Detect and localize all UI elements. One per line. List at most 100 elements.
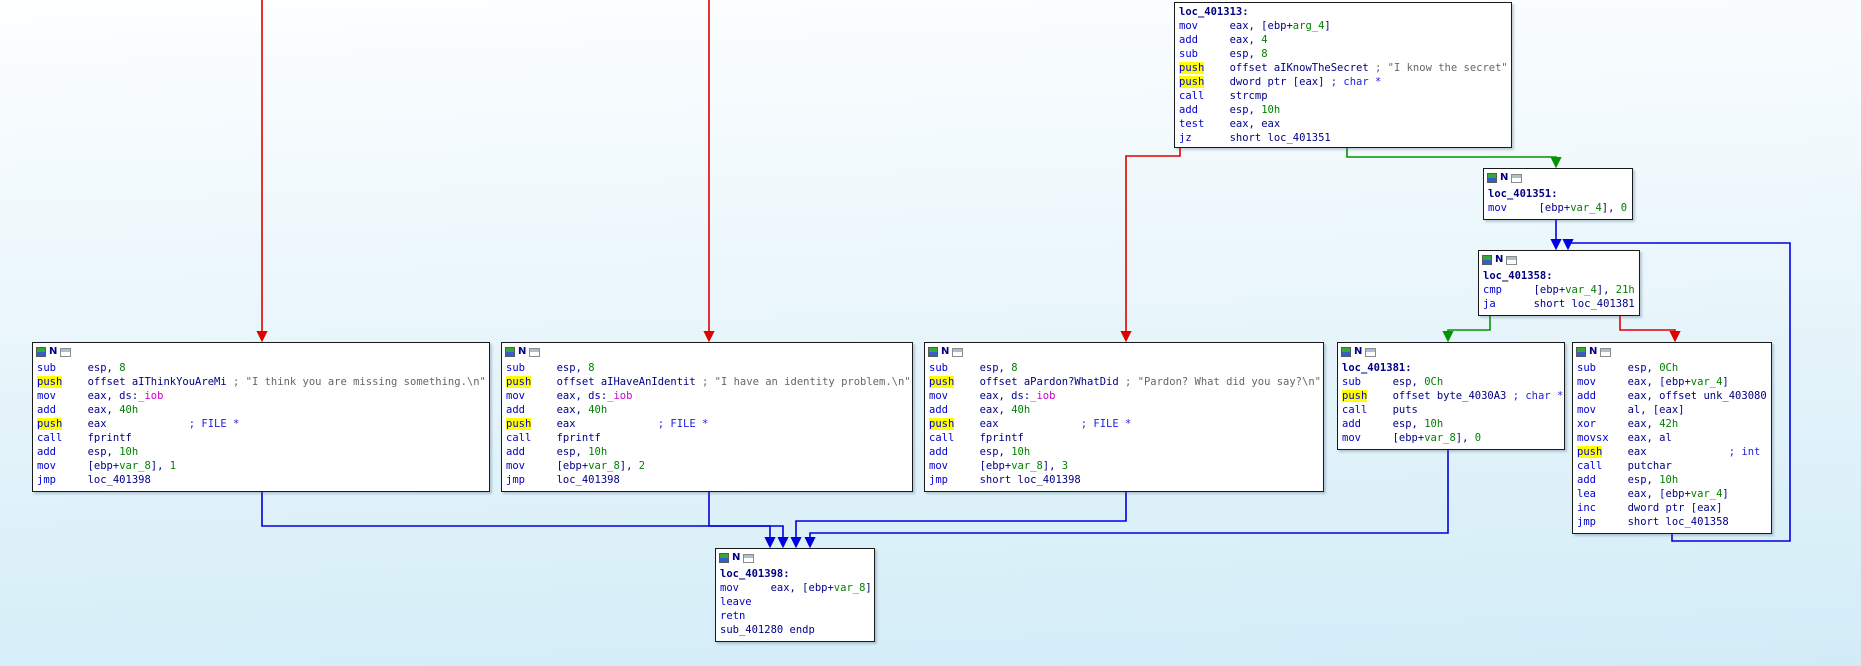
node-frame-icon[interactable] [529, 347, 541, 357]
asm-line[interactable]: add esp, 10h [506, 445, 908, 459]
node-color-icon[interactable] [1341, 347, 1351, 357]
asm-line[interactable]: push offset aIHaveAnIdentit ; "I have an… [506, 375, 911, 389]
node-header[interactable]: N [1573, 343, 1771, 359]
asm-line[interactable]: cmp [ebp+var_4], 21h [1483, 283, 1635, 297]
asm-line[interactable]: sub esp, 8 [37, 361, 485, 375]
asm-line[interactable]: push dword ptr [eax] ; char * [1179, 75, 1507, 89]
asm-line[interactable]: add eax, 4 [1179, 33, 1507, 47]
asm-line[interactable]: call fprintf [929, 431, 1319, 445]
node-header[interactable]: N [502, 343, 912, 359]
asm-line[interactable]: add esp, 10h [37, 445, 485, 459]
asm-line[interactable]: jmp short loc_401358 [1577, 515, 1767, 529]
asm-line[interactable]: jmp loc_401398 [37, 473, 485, 487]
asm-token: fprintf [556, 432, 601, 444]
node-color-icon[interactable] [928, 347, 938, 357]
node-color-icon[interactable] [36, 347, 46, 357]
asm-line[interactable]: mov al, [eax] [1577, 403, 1767, 417]
asm-line[interactable]: leave [720, 595, 870, 609]
asm-line[interactable]: movsx eax, al [1577, 431, 1767, 445]
asm-line[interactable]: sub esp, 0Ch [1342, 375, 1560, 389]
node-header[interactable]: N [1338, 343, 1564, 359]
asm-line[interactable]: mov eax, [ebp+arg_4] [1179, 19, 1507, 33]
asm-line[interactable]: mov eax, [ebp+var_4] [1577, 375, 1767, 389]
asm-line[interactable]: push eax ; FILE * [37, 417, 485, 431]
node-frame-icon[interactable] [1365, 347, 1377, 357]
asm-line[interactable]: add eax, 40h [506, 403, 908, 417]
node-frame-icon[interactable] [1600, 347, 1612, 357]
asm-line[interactable]: mov eax, ds:_iob [506, 389, 908, 403]
asm-line[interactable]: add eax, 40h [929, 403, 1319, 417]
asm-line[interactable]: lea eax, [ebp+var_4] [1577, 487, 1767, 501]
asm-line[interactable]: inc dword ptr [eax] [1577, 501, 1767, 515]
node-header[interactable]: N [1484, 169, 1632, 185]
asm-line[interactable]: add esp, 10h [1342, 417, 1560, 431]
asm-line[interactable]: push eax ; FILE * [929, 417, 1319, 431]
asm-line[interactable]: call puts [1342, 403, 1560, 417]
asm-line[interactable]: mov eax, [ebp+var_8] [720, 581, 872, 595]
asm-line[interactable]: add esp, 10h [929, 445, 1319, 459]
asm-line[interactable]: mov [ebp+var_4], 0 [1488, 201, 1628, 215]
node-frame-icon[interactable] [1506, 255, 1518, 265]
asm-line[interactable]: jmp short loc_401398 [929, 473, 1319, 487]
asm-line[interactable]: mov eax, ds:_iob [37, 389, 485, 403]
asm-line[interactable]: call putchar [1577, 459, 1767, 473]
asm-line[interactable]: jz short loc_401351 [1179, 131, 1507, 145]
asm-line[interactable]: add esp, 10h [1179, 103, 1507, 117]
asm-line[interactable]: mov [ebp+var_8], 2 [506, 459, 908, 473]
asm-line[interactable]: add esp, 10h [1577, 473, 1767, 487]
asm-line[interactable]: add eax, 40h [37, 403, 485, 417]
asm-line[interactable]: call fprintf [37, 431, 485, 445]
asm-line[interactable]: call fprintf [506, 431, 908, 445]
asm-line[interactable]: mov eax, ds:_iob [929, 389, 1319, 403]
asm-line[interactable]: push eax ; int [1577, 445, 1767, 459]
asm-line[interactable]: jmp loc_401398 [506, 473, 908, 487]
asm-line[interactable]: push offset aIKnowTheSecret ; "I know th… [1179, 61, 1508, 75]
node-frame-icon[interactable] [1511, 173, 1523, 183]
node-frame-icon[interactable] [60, 347, 72, 357]
asm-line[interactable]: sub esp, 8 [506, 361, 908, 375]
asm-line[interactable]: push offset byte_4030A3 ; char * [1342, 389, 1563, 403]
asm-line[interactable]: loc_401313: [1179, 5, 1507, 19]
asm-line[interactable]: push eax ; FILE * [506, 417, 908, 431]
node-header[interactable]: N [1479, 251, 1639, 267]
node-color-icon[interactable] [505, 347, 515, 357]
asm-line[interactable]: push offset aPardon?WhatDid ; "Pardon? W… [929, 375, 1321, 389]
node-color-icon[interactable] [1576, 347, 1586, 357]
asm-line[interactable]: mov [ebp+var_8], 3 [929, 459, 1319, 473]
asm-line[interactable]: call strcmp [1179, 89, 1507, 103]
asm-line[interactable]: ja short loc_401381 [1483, 297, 1635, 311]
asm-line[interactable]: mov [ebp+var_8], 0 [1342, 431, 1560, 445]
asm-line[interactable]: loc_401358: [1483, 269, 1635, 283]
asm-line[interactable]: retn [720, 609, 870, 623]
asm-line[interactable]: loc_401398: [720, 567, 870, 581]
asm-line[interactable]: sub esp, 8 [929, 361, 1319, 375]
node-color-icon[interactable] [1482, 255, 1492, 265]
asm-line[interactable]: push offset aIThinkYouAreMi ; "I think y… [37, 375, 486, 389]
asm-line[interactable]: add eax, offset unk_403080 [1577, 389, 1767, 403]
node-header[interactable]: N [33, 343, 489, 359]
node-color-icon[interactable] [1487, 173, 1497, 183]
asm-line[interactable]: sub esp, 8 [1179, 47, 1507, 61]
node-color-icon[interactable] [719, 553, 729, 563]
asm-line[interactable]: loc_401381: [1342, 361, 1560, 375]
asm-line[interactable]: xor eax, 42h [1577, 417, 1767, 431]
node-header[interactable]: N [925, 343, 1323, 359]
basic-block-loc_401313[interactable]: loc_401313:mov eax, [ebp+arg_4]add eax, … [1174, 2, 1512, 148]
asm-line[interactable]: sub_401280 endp [720, 623, 870, 637]
asm-line[interactable]: mov [ebp+var_8], 1 [37, 459, 485, 473]
node-frame-icon[interactable] [743, 553, 755, 563]
asm-line[interactable]: loc_401351: [1488, 187, 1628, 201]
node-frame-icon[interactable] [952, 347, 964, 357]
node-header[interactable]: N [716, 549, 874, 565]
asm-line[interactable]: sub esp, 0Ch [1577, 361, 1767, 375]
asm-line[interactable]: test eax, eax [1179, 117, 1507, 131]
